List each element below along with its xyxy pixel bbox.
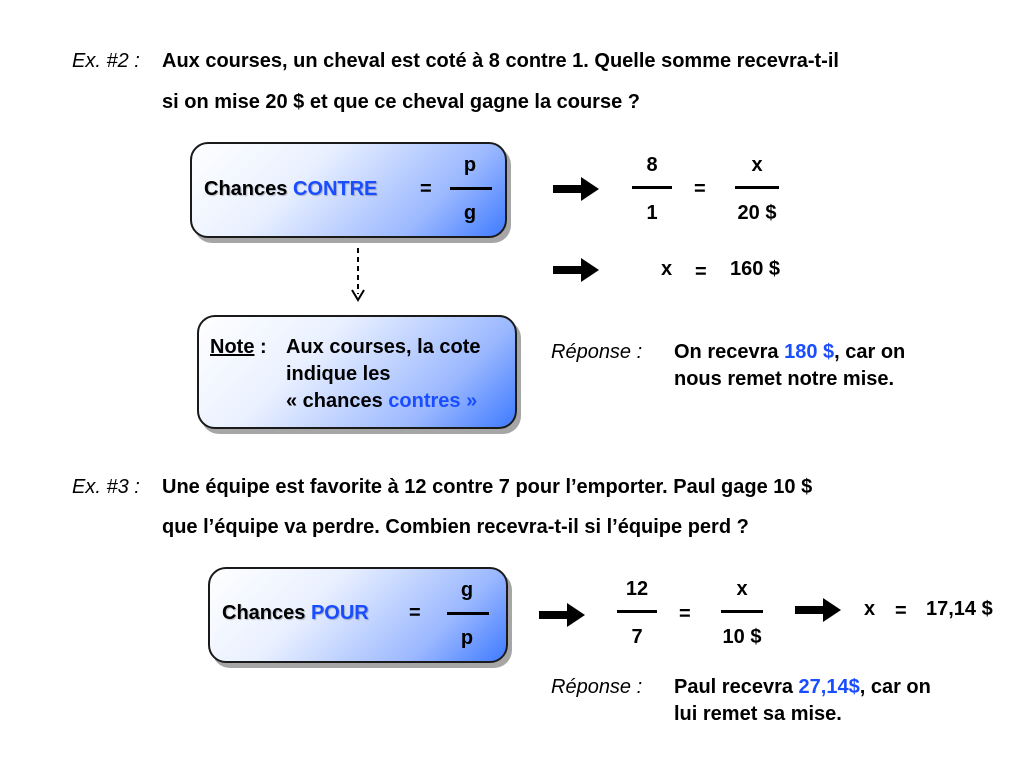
chances-label: Chances xyxy=(222,602,306,624)
ex2-result-value: 160 $ xyxy=(730,258,781,280)
right-arrow-icon xyxy=(539,603,585,627)
ex2-answer-highlight: 180 $ xyxy=(784,341,835,363)
frac-x-10-line xyxy=(721,610,763,613)
frac-8-1-line xyxy=(632,186,672,189)
ex2-result-equals: = xyxy=(695,261,707,283)
frac-x-20-line xyxy=(735,186,779,189)
ex3-answer-label: Réponse : xyxy=(551,676,643,698)
frac-12-7-line xyxy=(617,610,657,613)
frac-x-20-numerator: x xyxy=(751,154,763,176)
frac-12-7-denominator: 7 xyxy=(631,626,643,648)
ex3-heading: Ex. #3 : xyxy=(72,476,140,499)
box-fraction-line xyxy=(447,612,489,615)
note-line3-pre: « chances xyxy=(286,390,389,412)
ex3-answer-highlight: 27,14$ xyxy=(798,676,860,698)
box-numerator: g xyxy=(460,579,474,601)
ex3-result-equals: = xyxy=(895,600,907,622)
frac-8-1-numerator: 8 xyxy=(646,154,658,176)
ex2-answer-line1: On recevra 180 $, car on xyxy=(674,341,905,364)
box-equals: = xyxy=(420,178,432,200)
note-label: Note xyxy=(210,336,255,358)
ex2-heading: Ex. #2 : xyxy=(72,50,140,73)
ex2-question-line1: Aux courses, un cheval est coté à 8 cont… xyxy=(162,50,839,72)
chances-contre-box: Chances CONTRE = p g xyxy=(190,142,507,238)
frac-12-7-numerator: 12 xyxy=(625,578,649,600)
ex3-question-line2: que l’équipe va perdre. Combien recevra-… xyxy=(162,516,749,538)
contre-highlight: CONTRE xyxy=(292,178,378,200)
frac-x-10-numerator: x xyxy=(736,578,748,600)
chances-pour-box: Chances POUR = g p xyxy=(208,567,508,663)
ex3-colon: : xyxy=(134,476,140,498)
frac-x-20-denominator: 20 $ xyxy=(737,202,777,224)
note-line2: indique les xyxy=(286,363,391,385)
dashed-down-arrow-icon xyxy=(351,248,365,302)
ex3-question-line1: Une équipe est favorite à 12 contre 7 po… xyxy=(162,476,813,498)
note-line1: Aux courses, la cote xyxy=(286,336,481,358)
frac-8-1-denominator: 1 xyxy=(646,202,658,224)
ex2-question-line2: si on mise 20 $ et que ce cheval gagne l… xyxy=(162,91,640,113)
ex3-result-value: 17,14 $ xyxy=(926,598,993,620)
chances-label: Chances xyxy=(204,178,288,200)
chances-pour-text: Chances POUR xyxy=(222,602,369,625)
note-box: Note : Aux courses, la cote indique les … xyxy=(197,315,517,429)
right-arrow-icon xyxy=(553,258,599,282)
box-denominator: p xyxy=(460,627,474,649)
note-heading: Note : xyxy=(210,336,267,359)
ex3-label: Ex. #3 xyxy=(72,476,129,498)
chances-contre-text: Chances CONTRE xyxy=(204,178,377,201)
ex2-answer-pre: On recevra xyxy=(674,341,785,363)
ex3-result-var: x xyxy=(864,598,876,620)
ex2-answer-label: Réponse : xyxy=(551,341,643,363)
frac-x-10-denominator: 10 $ xyxy=(722,626,762,648)
ex3-answer-line1: Paul recevra 27,14$, car on xyxy=(674,676,931,699)
box-fraction-line xyxy=(450,187,492,190)
pour-highlight: POUR xyxy=(310,602,369,624)
ex3-answer-post: , car on xyxy=(859,676,931,698)
note-line3: « chances contres » xyxy=(286,390,477,413)
ex2-answer-post: , car on xyxy=(834,341,906,363)
ex2-equals: = xyxy=(694,178,706,200)
ex3-equals: = xyxy=(679,603,691,625)
ex2-colon: : xyxy=(134,50,140,72)
ex2-label: Ex. #2 xyxy=(72,50,129,72)
ex2-result-var: x xyxy=(661,258,673,280)
right-arrow-icon xyxy=(795,598,841,622)
box-denominator: g xyxy=(463,202,477,224)
right-arrow-icon xyxy=(553,177,599,201)
ex2-answer-line2: nous remet notre mise. xyxy=(674,368,895,390)
ex3-answer-pre: Paul recevra xyxy=(674,676,799,698)
box-equals: = xyxy=(409,602,421,624)
note-colon: : xyxy=(260,336,267,358)
box-numerator: p xyxy=(463,154,477,176)
ex3-answer-line2: lui remet sa mise. xyxy=(674,703,842,725)
note-line3-highlight: contres » xyxy=(388,390,478,412)
